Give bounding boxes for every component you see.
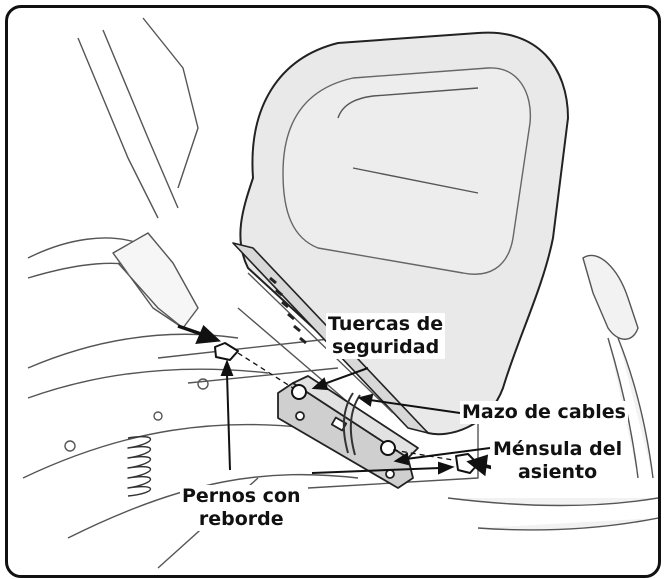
seat-back (232, 31, 569, 436)
label-seat-bracket-line1: Ménsula del (493, 438, 623, 460)
leader-lines (220, 359, 491, 475)
label-seat-bracket: Ménsula del asiento (491, 438, 625, 484)
label-flange-bolts-line2: reborde (198, 508, 284, 530)
label-lock-nuts: Tuercas de seguridad (326, 313, 446, 359)
seat-bracket (277, 375, 419, 489)
seat-assembly-illustration (22, 17, 658, 569)
wire-harness (342, 392, 361, 456)
left-armrest (112, 232, 199, 329)
label-seat-bracket-line2: asiento (517, 461, 598, 483)
label-wire-harness: Mazo de cables (460, 401, 628, 424)
spring (127, 435, 151, 497)
vent-slots (269, 276, 307, 345)
lock-nuts (291, 384, 396, 456)
bolt-paths (237, 352, 454, 461)
flange-bolts (214, 342, 479, 474)
label-lock-nuts-line1: Tuercas de (328, 313, 444, 335)
label-lock-nuts-line2: seguridad (331, 336, 440, 358)
figure-frame: Tuercas de seguridad Mazo de cables Méns… (5, 5, 661, 578)
label-flange-bolts: Pernos con reborde (180, 485, 303, 531)
label-flange-bolts-line1: Pernos con (182, 485, 301, 507)
label-wire-harness-text: Mazo de cables (462, 401, 626, 423)
